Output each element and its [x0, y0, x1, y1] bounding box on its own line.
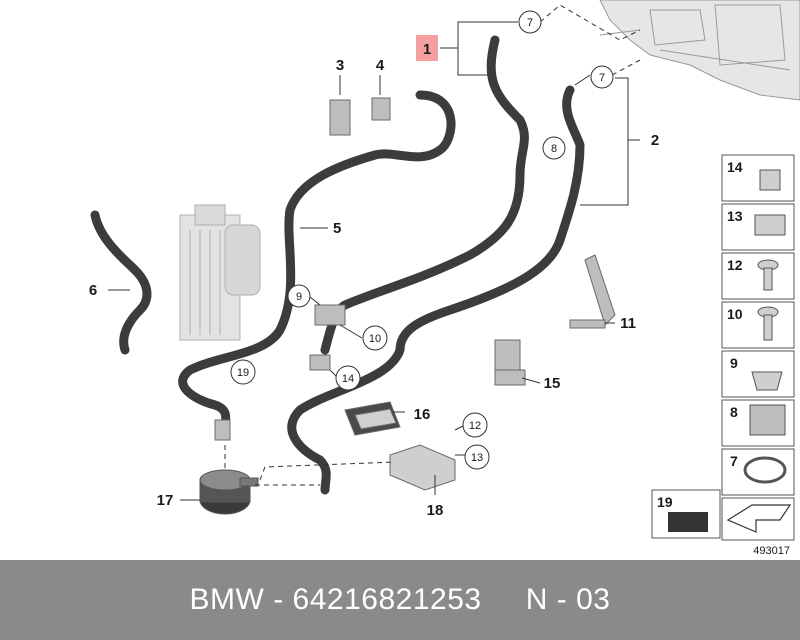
circled-callout-12: 12	[462, 412, 488, 438]
svg-text:10: 10	[727, 306, 743, 322]
svg-text:8: 8	[730, 404, 738, 420]
footer-brand: BMW	[189, 583, 265, 616]
svg-text:7: 7	[527, 17, 533, 29]
pump-illustration	[199, 469, 259, 515]
highlight-box-3	[416, 35, 438, 61]
legend-item-12: 12	[721, 252, 795, 300]
reference-number: 493017	[753, 545, 790, 557]
svg-text:14: 14	[342, 373, 354, 385]
callout-18: 11	[620, 315, 636, 332]
svg-text:19: 19	[657, 494, 673, 510]
hose-4	[90, 210, 152, 355]
svg-text:14: 14	[727, 159, 743, 175]
leader-lines	[108, 21, 640, 501]
circled-callout-13: 13	[464, 444, 490, 470]
svg-text:7: 7	[599, 72, 605, 84]
legend-item-9: 9	[721, 350, 795, 398]
footer-separator: -	[264, 583, 293, 616]
circled-callouts: 7 7 8 9 10 12 13 14 19	[230, 10, 614, 470]
hose-2	[287, 85, 585, 495]
svg-text:7: 7	[730, 453, 738, 469]
hose-1	[178, 90, 456, 435]
legend-item-14: 14	[721, 154, 795, 202]
parts-legend: 14 13 12 10 9 8	[651, 154, 795, 541]
callout-labels: 1 2 3 4 5 6 11 15 16 17 18	[89, 41, 659, 519]
svg-text:10: 10	[369, 333, 381, 345]
svg-text:9: 9	[730, 355, 738, 371]
legend-item-7: 7	[721, 448, 795, 496]
callout-3: 1	[423, 41, 431, 58]
legend-item-10: 10	[721, 301, 795, 349]
legend-item-13: 13	[721, 203, 795, 251]
circled-callout-14: 14	[335, 365, 361, 391]
svg-text:19: 19	[237, 367, 249, 379]
legend-item-19: 19	[651, 489, 721, 539]
parts-diagram: 1 2 3 4 5 6 11 15 16 17 18 7 7 8 9 10 12…	[89, 0, 800, 557]
callout-2: 2	[651, 132, 659, 149]
svg-text:13: 13	[471, 452, 483, 464]
cooler-illustration	[179, 204, 261, 341]
svg-text:8: 8	[551, 143, 557, 155]
dashed-leaders	[224, 4, 641, 486]
callout-4: 6	[89, 282, 97, 299]
circled-callout-7a: 7	[518, 10, 542, 34]
circled-callout-7b: 7	[590, 65, 614, 89]
svg-text:12: 12	[469, 420, 481, 432]
callout-5: 17	[157, 492, 174, 509]
callout-11: 18	[427, 502, 444, 519]
svg-text:12: 12	[727, 257, 743, 273]
footer-suffix: N - 03	[525, 583, 611, 616]
footer-part-number: 64216821253	[292, 583, 482, 616]
legend-arrow-box	[721, 497, 795, 541]
arrow-icon	[726, 504, 792, 533]
hose-3	[320, 35, 529, 355]
callout-15: 16	[414, 406, 431, 423]
small-parts	[214, 97, 616, 491]
callout-16: 3	[336, 57, 344, 74]
circled-callout-19: 19	[230, 359, 256, 385]
circled-callout-10: 10	[362, 325, 388, 351]
svg-text:13: 13	[727, 208, 743, 224]
circled-callout-8: 8	[542, 136, 566, 160]
svg-text:9: 9	[296, 291, 302, 303]
footer-gap	[482, 583, 526, 617]
engine-block-illustration	[599, 0, 800, 101]
circled-callout-9: 9	[287, 284, 311, 308]
callout-6: 15	[544, 375, 561, 392]
callout-1: 5	[333, 220, 341, 237]
legend-item-8: 8	[721, 399, 795, 447]
callout-17: 4	[376, 57, 385, 74]
part-number-footer: BMW - 64216821253 N - 03	[0, 560, 800, 640]
